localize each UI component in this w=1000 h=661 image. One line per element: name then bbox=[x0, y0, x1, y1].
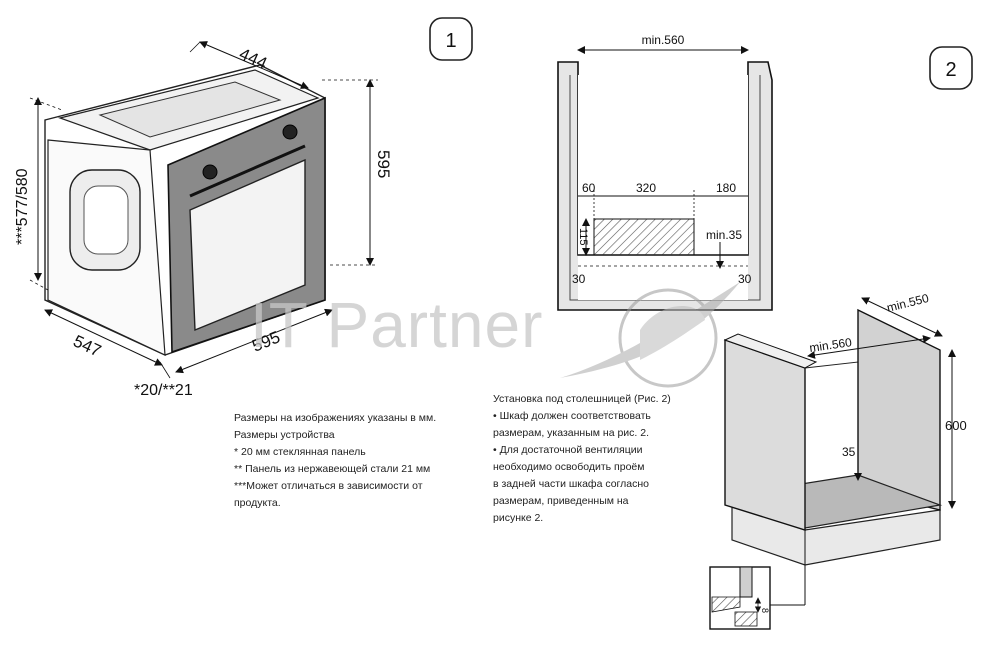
notes-right-line: в задней части шкафа согласно bbox=[493, 478, 649, 490]
notes-right-line: Установка под столешницей (Рис. 2) bbox=[493, 393, 671, 405]
cabinet-front-left-gap-label: 60 bbox=[582, 181, 596, 195]
notes-right-line: • Шкаф должен соответствовать bbox=[493, 410, 651, 422]
notes-left-line: Размеры устройства bbox=[234, 429, 335, 441]
notes-right-line: • Для достаточной вентиляции bbox=[493, 444, 643, 456]
notes-right: Установка под столешницей (Рис. 2) • Шка… bbox=[493, 391, 671, 527]
notes-left-line: ***Может отличаться в зависимости от bbox=[234, 480, 423, 492]
notes-left-line: Размеры на изображениях указаны в мм. bbox=[234, 412, 437, 424]
cabinet-front-drawing: min.560 60 320 180 115 min.35 30 30 bbox=[557, 33, 773, 311]
oven-height-right-label: 595 bbox=[374, 150, 393, 178]
cabinet-front-min-gap-label: min.35 bbox=[706, 228, 742, 242]
oven-panel-thickness-label: *20/**21 bbox=[134, 382, 193, 399]
cabinet-iso-min-depth-label: min.550 bbox=[885, 291, 930, 315]
cabinet-iso-height-label: 600 bbox=[945, 418, 967, 433]
cabinet-front-bottom-left-label: 30 bbox=[572, 272, 586, 286]
cabinet-iso-gap-label: 35 bbox=[842, 445, 856, 459]
detail-inset: 8 bbox=[709, 530, 806, 630]
notes-left-line: продукта. bbox=[234, 497, 281, 509]
detail-value-label: 8 bbox=[760, 608, 770, 613]
figure-2-badge: 2 bbox=[929, 46, 973, 90]
oven-height-left-label: ***577/580 bbox=[14, 168, 31, 245]
notes-right-line: размерам, приведенным на bbox=[493, 495, 629, 507]
cabinet-front-vent-height-label: 115 bbox=[577, 228, 589, 246]
cabinet-front-bottom-right-label: 30 bbox=[738, 272, 752, 286]
notes-right-line: размерам, указанным на рис. 2. bbox=[493, 427, 649, 439]
cabinet-iso-drawing: min.550 min.560 600 35 bbox=[723, 291, 967, 566]
cabinet-front-min-width-label: min.560 bbox=[642, 33, 685, 47]
watermark-text: IT Partner bbox=[250, 289, 544, 361]
notes-right-line: рисунке 2. bbox=[493, 512, 544, 524]
cabinet-iso-min-width-label: min.560 bbox=[808, 335, 853, 355]
cabinet-front-right-gap-label: 180 bbox=[716, 181, 736, 195]
notes-right-line: необходимо освободить проём bbox=[493, 461, 645, 473]
figure-1-badge: 1 bbox=[429, 17, 473, 61]
cabinet-front-vent-width-label: 320 bbox=[636, 181, 656, 195]
figure-2-number: 2 bbox=[945, 59, 956, 81]
notes-left-line: * 20 мм стеклянная панель bbox=[234, 446, 366, 458]
notes-left-line: ** Панель из нержавеющей стали 21 мм bbox=[234, 463, 431, 475]
watermark-logo bbox=[560, 282, 740, 388]
oven-drawing: 444 595 ***577/580 547 595 *20/**21 bbox=[14, 41, 393, 399]
figure-1-number: 1 bbox=[445, 30, 456, 52]
notes-left: Размеры на изображениях указаны в мм. Ра… bbox=[234, 410, 436, 512]
